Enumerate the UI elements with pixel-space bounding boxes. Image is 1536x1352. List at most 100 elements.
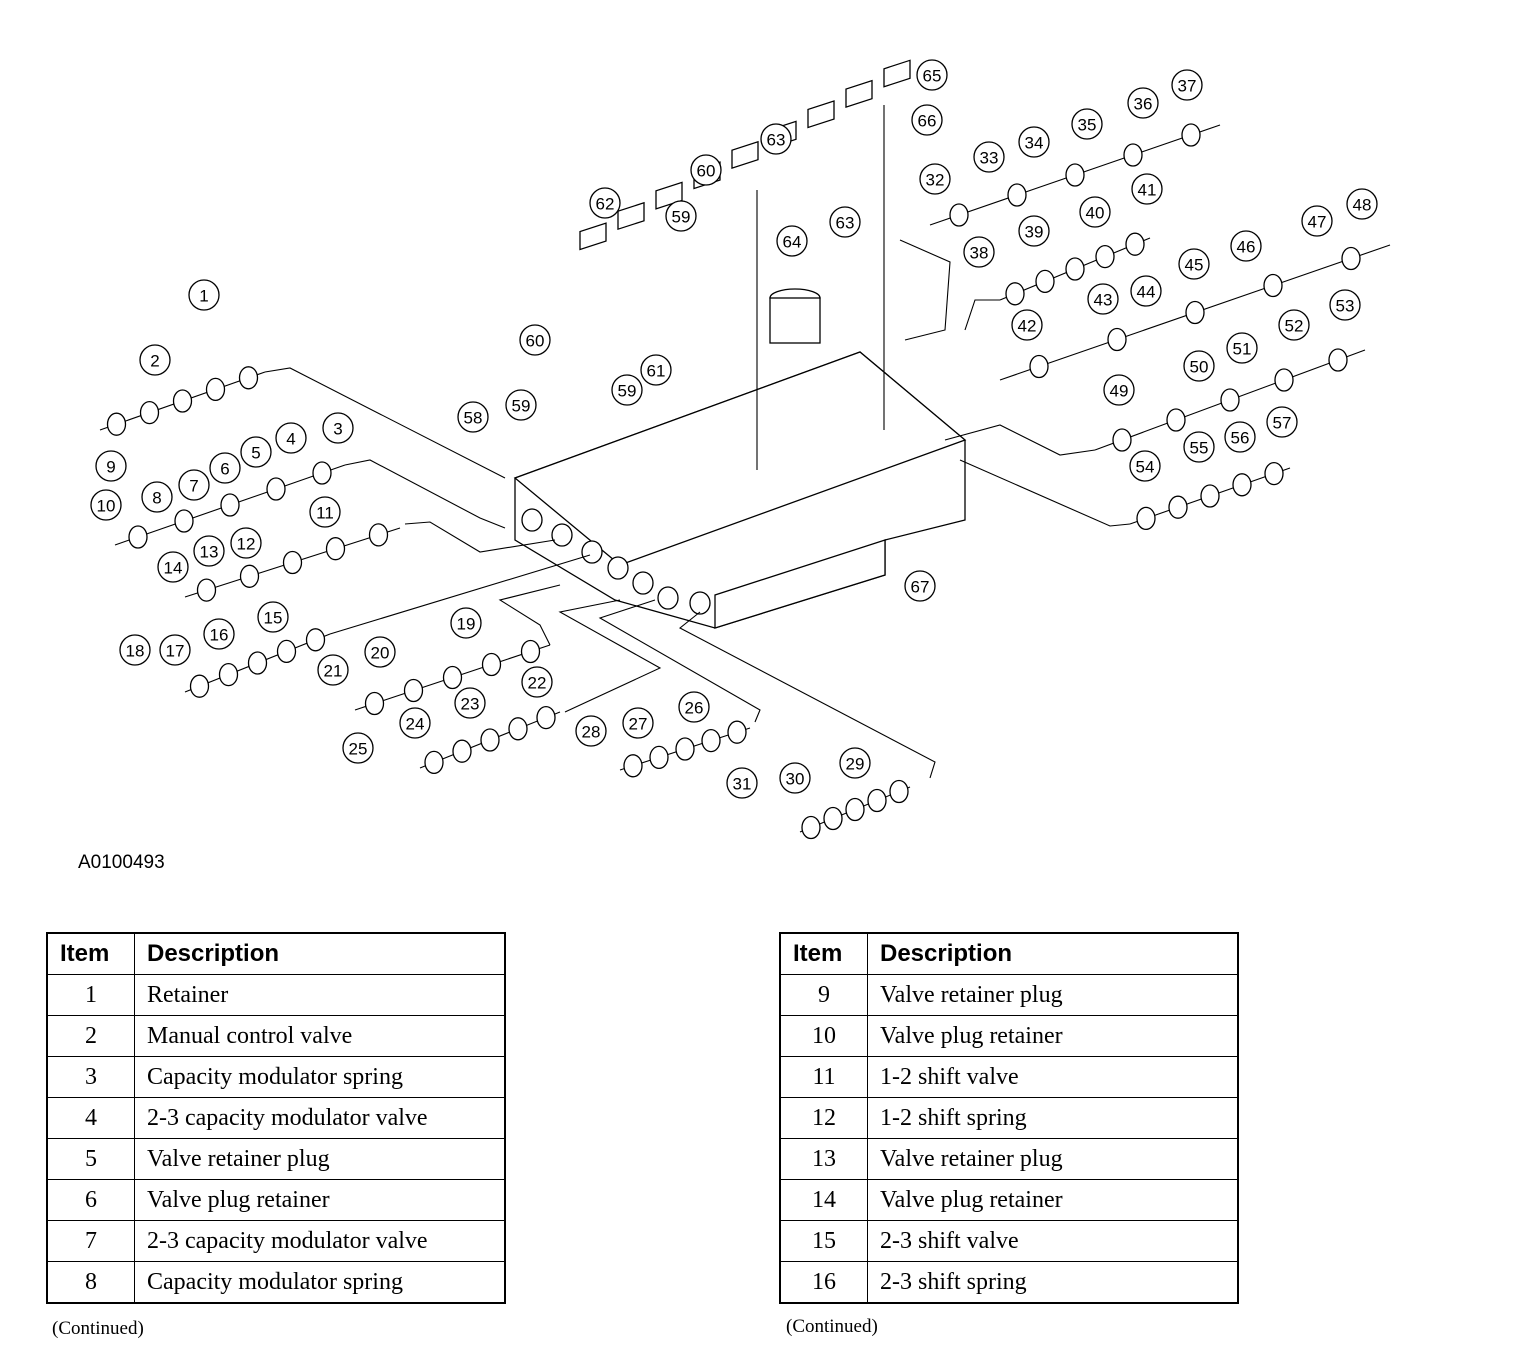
callout: 33 — [973, 141, 1005, 173]
callout: 17 — [159, 634, 191, 666]
callout-circle — [1183, 431, 1215, 463]
callout-number: 22 — [528, 674, 547, 693]
item-number: 16 — [779, 1261, 868, 1304]
valve-spool — [508, 717, 528, 741]
leader-line — [959, 459, 1131, 527]
callout: 59 — [665, 200, 697, 232]
callout-number: 42 — [1018, 317, 1037, 336]
callout-circle — [95, 450, 127, 482]
valve-spool — [727, 720, 747, 744]
valve-bore — [607, 556, 629, 580]
valve-spool — [424, 750, 444, 775]
callout: 41 — [1131, 173, 1163, 205]
callout: 16 — [203, 618, 235, 650]
callout-circle — [678, 691, 710, 723]
casting-channel — [579, 222, 607, 251]
callout: 52 — [1278, 309, 1310, 341]
valve-spool — [172, 389, 193, 413]
callout-number: 3 — [333, 420, 342, 439]
valve-spool — [801, 815, 821, 840]
callout-number: 47 — [1308, 213, 1327, 232]
callout-number: 7 — [189, 477, 198, 496]
valve-spool — [239, 564, 260, 588]
callout-number: 63 — [836, 214, 855, 233]
table-header-row: Item Description — [779, 932, 1239, 975]
valve-spool — [1123, 143, 1143, 167]
callout: 60 — [690, 154, 722, 186]
item-number: 1 — [46, 974, 135, 1016]
callout: 23 — [454, 687, 486, 719]
leader-line — [498, 584, 561, 646]
valve-spool — [305, 628, 326, 652]
callout-number: 59 — [512, 397, 531, 416]
callout: 27 — [622, 707, 654, 739]
callout: 8 — [141, 481, 173, 513]
callout: 36 — [1127, 87, 1159, 119]
callout-number: 65 — [923, 67, 942, 86]
valve-spool — [623, 754, 643, 778]
header-description: Description — [134, 932, 506, 975]
header-item: Item — [779, 932, 868, 975]
valve-spool — [174, 509, 194, 533]
valve-spool — [867, 788, 887, 813]
callout-number: 37 — [1178, 77, 1197, 96]
valve-spool — [452, 739, 472, 763]
callout-circle — [575, 715, 607, 747]
callout-circle — [119, 634, 151, 666]
callout: 51 — [1226, 332, 1258, 364]
callout-number: 26 — [685, 699, 704, 718]
callout-circle — [209, 452, 241, 484]
casting-channel — [807, 100, 835, 129]
callout: 7 — [178, 469, 210, 501]
callout-number: 12 — [237, 535, 256, 554]
callout-circle — [611, 374, 643, 406]
valve-spool — [649, 745, 669, 770]
leader-line — [344, 459, 506, 529]
valve-spool — [481, 652, 502, 677]
valve-spool — [1168, 495, 1188, 519]
callout-circle — [665, 200, 697, 232]
callout-number: 10 — [97, 497, 116, 516]
callout: 44 — [1130, 275, 1162, 307]
callout-circle — [457, 401, 489, 433]
valve-spool — [480, 728, 500, 752]
callout-circle — [1178, 248, 1210, 280]
item-number: 15 — [779, 1220, 868, 1262]
callout-number: 14 — [164, 559, 183, 578]
callout: 32 — [919, 163, 951, 195]
valve-spool — [1029, 354, 1049, 379]
callout-number: 67 — [911, 578, 930, 597]
callout-circle — [364, 636, 396, 668]
callout-number: 13 — [200, 543, 219, 562]
callout: 18 — [119, 634, 151, 666]
callout-circle — [1011, 309, 1043, 341]
item-description: Valve plug retainer — [867, 1015, 1239, 1057]
valve-spool — [520, 639, 541, 664]
callout-number: 60 — [697, 162, 716, 181]
callout-circle — [141, 481, 173, 513]
callout: 40 — [1079, 196, 1111, 228]
item-description: 1-2 shift spring — [867, 1097, 1239, 1139]
callout-circle — [1278, 309, 1310, 341]
callout-number: 46 — [1237, 238, 1256, 257]
callout-number: 59 — [672, 208, 691, 227]
callout-circle — [1018, 215, 1050, 247]
callout: 62 — [589, 187, 621, 219]
callout-circle — [1130, 275, 1162, 307]
callout-number: 25 — [349, 740, 368, 759]
callout-number: 63 — [767, 131, 786, 150]
item-description: 2-3 shift spring — [867, 1261, 1239, 1304]
callout-number: 8 — [152, 489, 161, 508]
leader-line — [264, 367, 506, 479]
callout-number: 27 — [629, 715, 648, 734]
callout-circle — [521, 666, 553, 698]
valve-bore — [521, 508, 543, 532]
callout-number: 35 — [1078, 116, 1097, 135]
callout-number: 21 — [324, 662, 343, 681]
callout-circle — [139, 344, 171, 376]
